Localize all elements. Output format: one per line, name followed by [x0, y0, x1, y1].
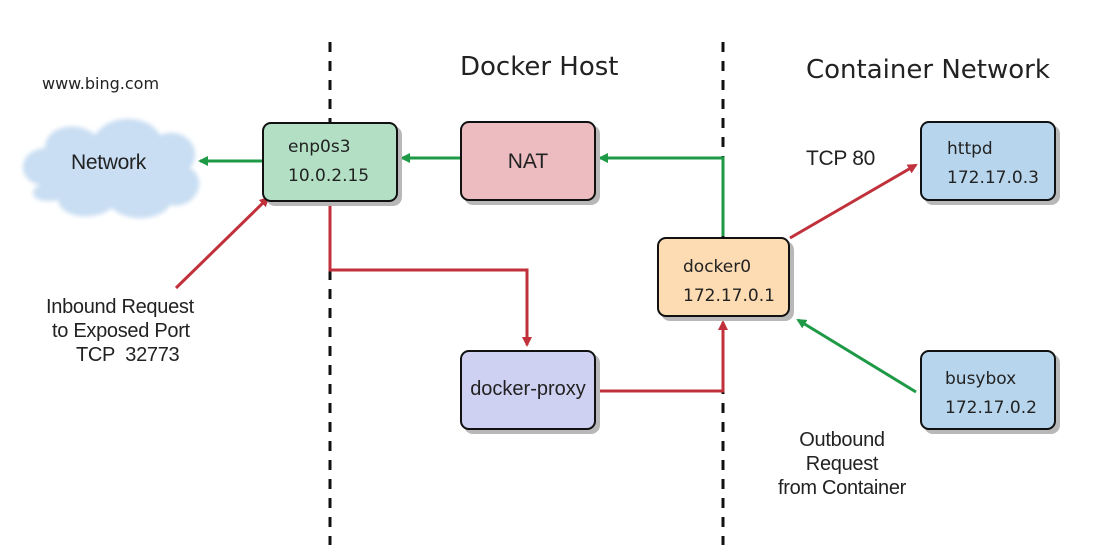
inbound-line-1: Inbound Request — [46, 296, 194, 318]
outbound-line-2: Request — [805, 453, 879, 475]
network-cloud — [22, 118, 200, 219]
httpd-node: httpd 172.17.0.3 — [920, 121, 1056, 201]
inbound-line-2: to Exposed Port — [52, 320, 190, 342]
container-network-heading: Container Network — [806, 55, 1050, 85]
tcp80-label: TCP 80 — [806, 147, 876, 170]
inbound-request-label: Inbound Request to Exposed Port TCP 3277… — [38, 295, 208, 367]
enp0s3-ip: 10.0.2.15 — [288, 166, 370, 186]
docker-proxy-node: docker-proxy — [460, 350, 596, 430]
httpd-ip: 172.17.0.3 — [947, 168, 1039, 188]
httpd-name: httpd — [947, 139, 993, 159]
busybox-name: busybox — [945, 369, 1017, 389]
arrow-busybox-to-docker0 — [796, 318, 917, 394]
busybox-node: busybox 172.17.0.2 — [920, 350, 1056, 430]
docker0-name: docker0 — [683, 257, 752, 277]
docker-proxy-name: docker-proxy — [470, 378, 586, 400]
arrow-docker-proxy-to-docker0 — [596, 320, 728, 393]
nat-node: NAT — [460, 121, 596, 201]
network-cloud-label: Network — [71, 151, 146, 174]
inbound-line-3: TCP 32773 — [76, 344, 180, 366]
nat-name: NAT — [507, 150, 549, 173]
outbound-line-1: Outbound — [799, 429, 885, 451]
busybox-ip: 172.17.0.2 — [945, 398, 1037, 418]
arrow-inbound-to-enp0s3 — [174, 196, 270, 290]
docker0-node: docker0 172.17.0.1 — [657, 237, 790, 317]
arrow-docker0-to-nat — [598, 153, 725, 236]
outbound-request-label: Outbound Request from Container — [752, 428, 932, 500]
docker-host-heading: Docker Host — [460, 52, 619, 82]
enp0s3-name: enp0s3 — [288, 137, 351, 157]
arrow-enp0s3-to-docker-proxy — [328, 203, 532, 347]
docker0-ip: 172.17.0.1 — [683, 286, 775, 306]
bing-site-label: www.bing.com — [42, 74, 160, 93]
outbound-line-3: from Container — [777, 477, 907, 499]
arrow-docker0-to-httpd — [789, 163, 918, 240]
enp0s3-node: enp0s3 10.0.2.15 — [262, 122, 398, 202]
